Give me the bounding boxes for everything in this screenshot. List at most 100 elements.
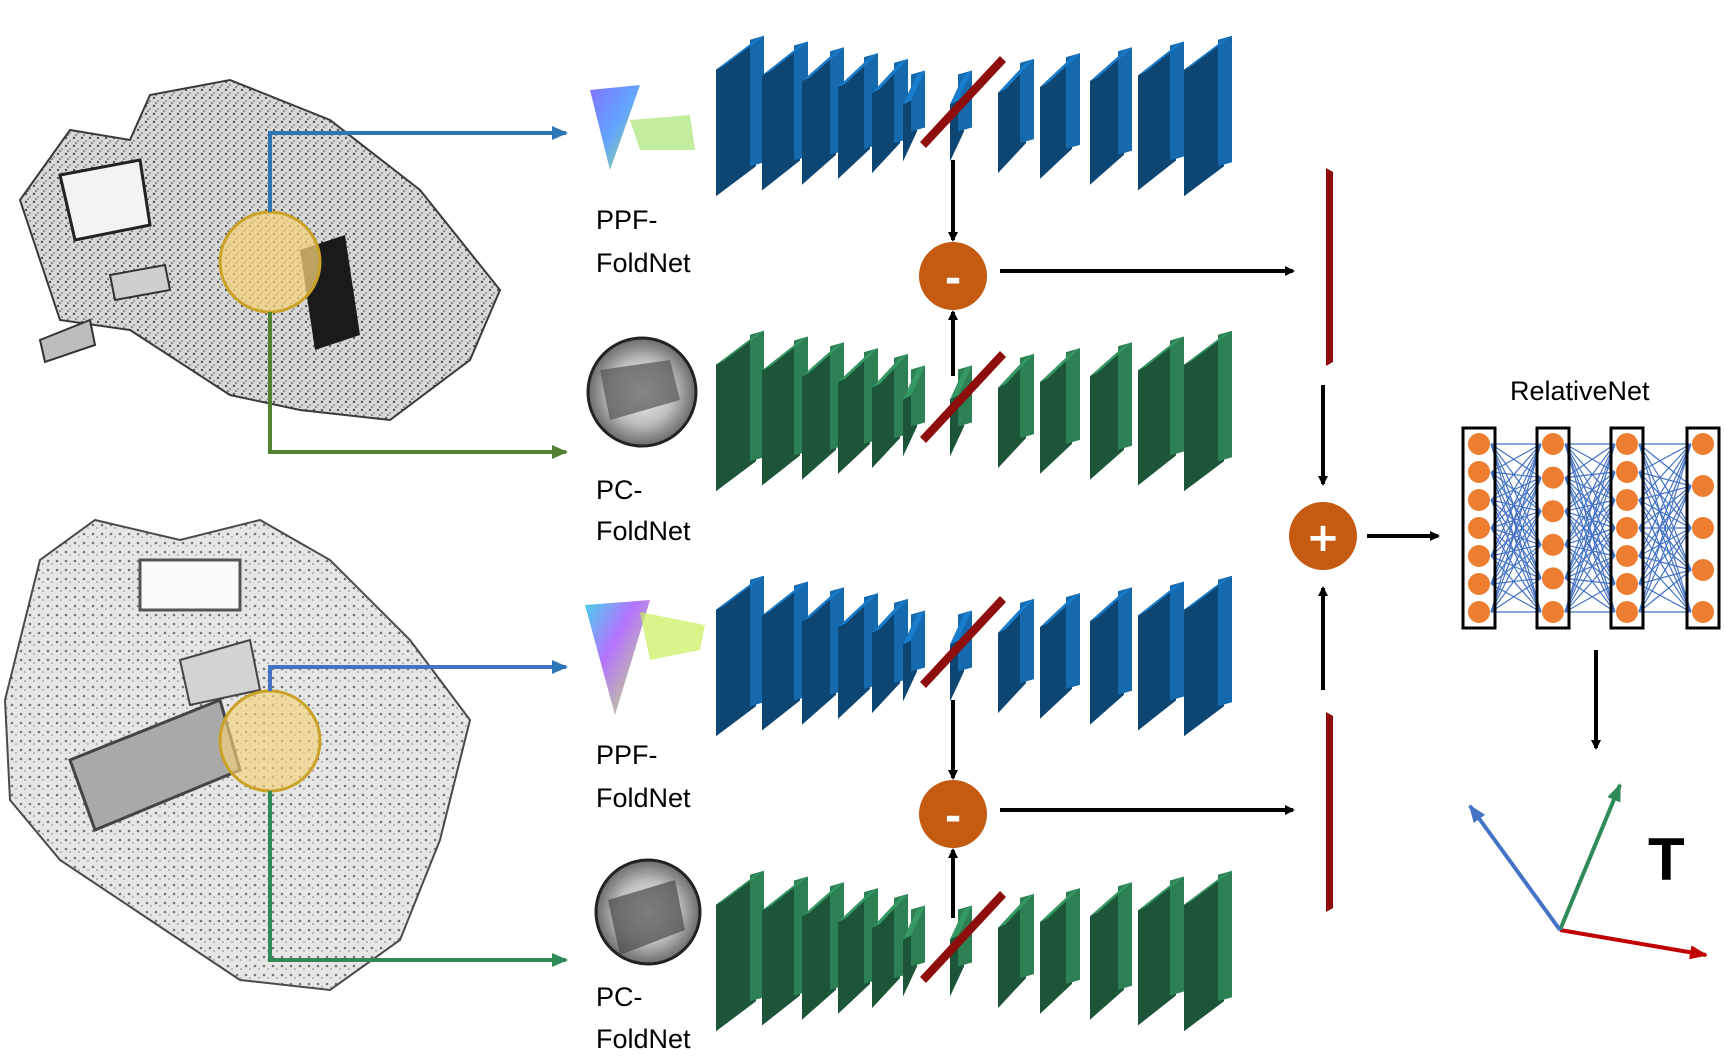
layer-block-12 [1184,575,1232,737]
mlp-neuron [1542,433,1564,455]
mlp-connection [1490,443,1542,585]
mlp-connection [1564,443,1616,579]
mlp-connection [1490,443,1542,501]
layer-block-11 [1138,581,1184,731]
mlp-connection [1564,443,1616,557]
mlp-neuron [1468,545,1490,567]
mlp-connection [1490,499,1542,613]
mlp-connection [1638,485,1692,585]
layer-block-11 [1138,876,1184,1026]
latent-code [920,891,1006,983]
layer-block-4 [838,53,878,179]
mlp-connection [1564,471,1616,546]
mlp-neuron [1468,601,1490,623]
layer-block-3 [802,882,844,1020]
mlp-connection [1564,471,1616,579]
mlp-connection [1490,510,1542,613]
mlp-layer-frame-2 [1535,426,1571,630]
connector-arrow-bottom-pc [268,791,568,967]
layer-block-8 [998,58,1034,174]
mlp-connection [1564,443,1616,512]
mlp-connection [1564,499,1616,546]
mlp-connection [1564,583,1616,613]
mlp-connection [1638,443,1692,487]
mlp-connection [1564,510,1616,557]
mlp-connection [1564,555,1616,579]
mlp-neuron [1692,433,1714,455]
ppf-foldnet-network-bottom [716,575,1232,737]
mlp-connection [1638,471,1692,487]
mlp-connection [1490,499,1542,546]
difference-latent-top [1326,168,1333,366]
ppf-foldnet-network-top [716,35,1232,197]
mlp-connection [1638,583,1692,613]
mlp-connection [1638,569,1692,585]
layer-block-6 [903,70,925,162]
connector-arrow-top-ppf [268,126,568,212]
layer-block-8 [998,353,1034,469]
difference-latent-bottom [1326,712,1333,912]
mlp-neuron [1468,517,1490,539]
svg-text:+: + [1306,515,1340,561]
mlp-connection [1564,544,1616,585]
pc-foldnet-network-bottom [716,870,1232,1032]
mlp-connection [1490,471,1542,479]
mlp-layer-frame-4 [1685,426,1721,630]
mlp-connection [1638,527,1692,557]
mlp-connection [1638,443,1692,529]
label-ppf-foldnet-bottom-line2: FoldNet [596,783,691,813]
frame-x-axis [1559,928,1708,960]
mlp-connection [1564,443,1616,585]
label-pc-foldnet-bottom-line1: PC- [596,982,643,1012]
mlp-connection [1490,471,1542,579]
mlp-connection [1564,527,1616,613]
output-coordinate-frame [1468,783,1708,960]
mlp-connection [1490,471,1542,512]
layer-block-3 [802,587,844,725]
mlp-neuron [1692,601,1714,623]
mlp-connection [1564,510,1616,529]
latent-code [920,56,1006,148]
pc-patch-thumbnail-top [586,336,698,448]
layer-block-9 [1040,348,1080,474]
layer-block-10 [1090,47,1132,185]
mlp-neuron [1692,517,1714,539]
mlp-connection [1638,555,1692,613]
mlp-connection [1564,499,1616,579]
minus-operator-bottom: - [919,780,987,848]
mlp-neuron [1616,601,1638,623]
latent-code [920,596,1006,688]
mlp-neuron [1542,567,1564,590]
mlp-neuron [1542,500,1564,523]
frame-y-axis [1558,783,1622,931]
layer-block-8 [998,598,1034,714]
mlp-connection [1638,485,1692,613]
layer-block-11 [1138,336,1184,486]
label-ppf-foldnet-top-line2: FoldNet [596,248,691,278]
mlp-connection [1638,527,1692,613]
layer-block-2 [762,41,808,191]
mlp-connection [1490,499,1542,512]
layer-block-6 [903,365,925,457]
pc-foldnet-network-top [716,330,1232,492]
mlp-connection [1564,443,1616,613]
mlp-neuron [1542,466,1564,489]
layer-block-10 [1090,882,1132,1020]
mlp-connection [1490,544,1542,585]
mlp-connection [1490,471,1542,613]
mlp-connection [1490,443,1542,529]
mlp-connection [1490,477,1542,613]
mlp-connection [1490,477,1542,529]
mlp-connection [1564,544,1616,557]
mlp-connection [1564,527,1616,546]
mlp-connection [1638,443,1692,557]
mlp-connection [1564,443,1616,546]
mlp-neuron [1468,461,1490,483]
layer-block-1 [716,35,764,197]
mlp-connection [1564,499,1616,613]
mlp-connection [1490,577,1542,613]
layer-block-10 [1090,587,1132,725]
mlp-connection [1564,471,1616,512]
mlp-connection [1490,471,1542,546]
mlp-neuron [1616,461,1638,483]
